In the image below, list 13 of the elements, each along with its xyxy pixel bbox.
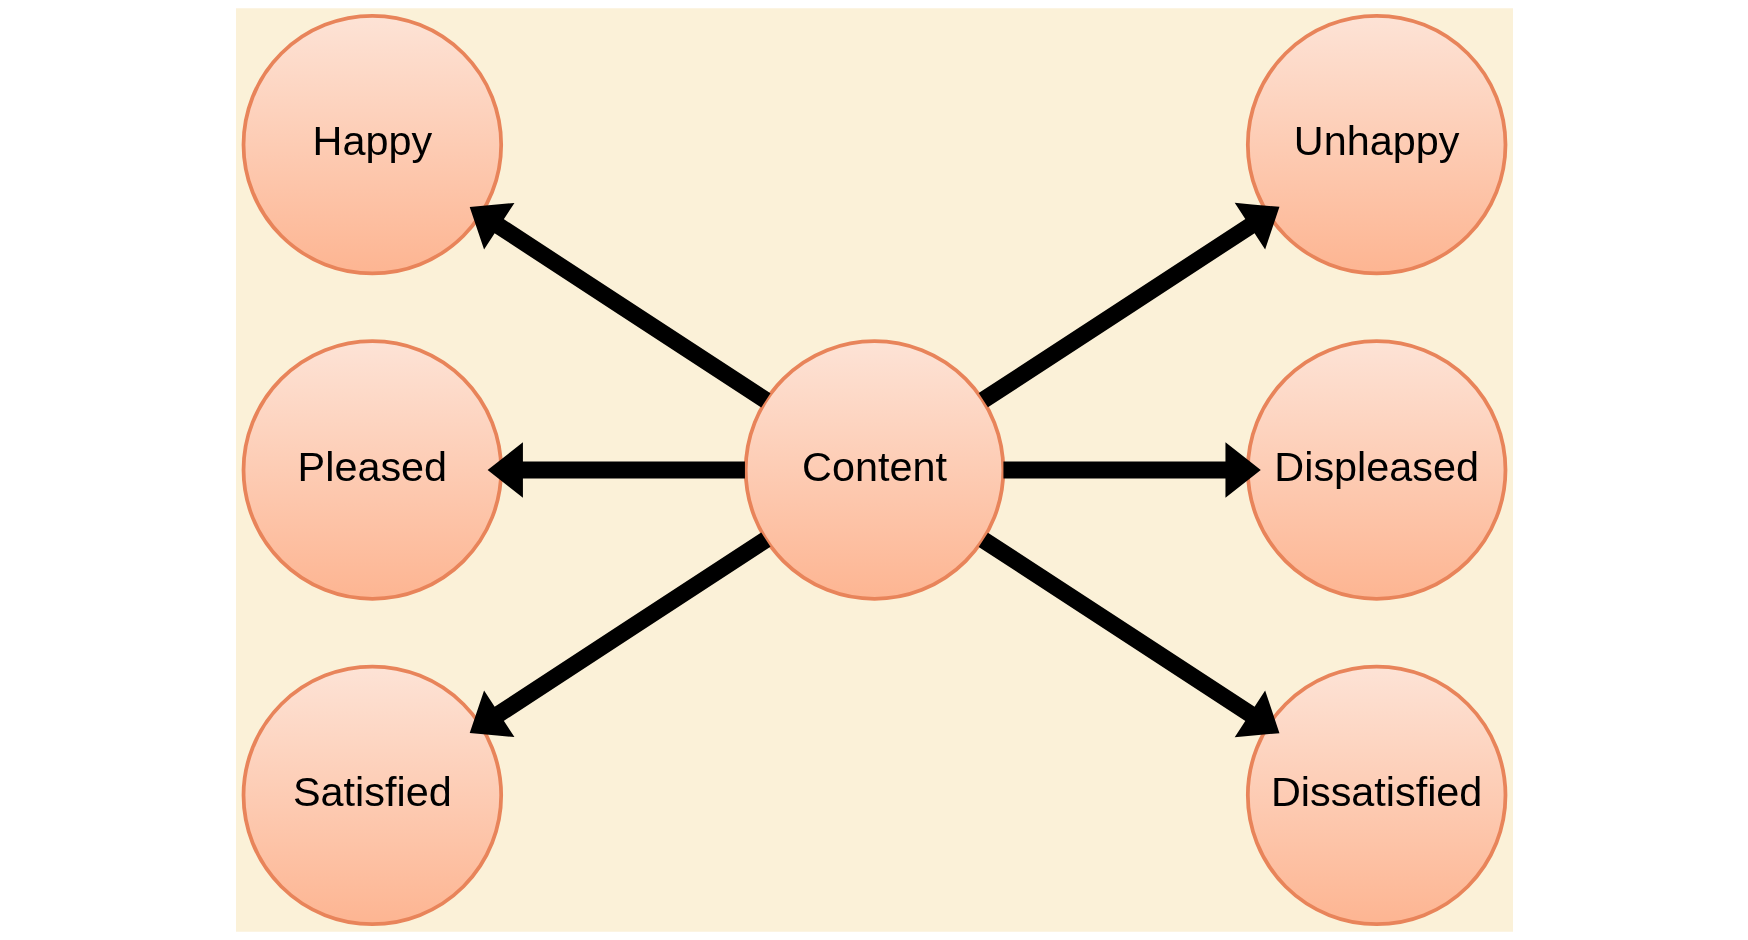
node-circle: Displeased bbox=[1245, 339, 1507, 601]
arrow bbox=[469, 532, 770, 738]
arrow bbox=[1002, 442, 1261, 498]
arrow bbox=[469, 202, 770, 408]
node-circle: Content bbox=[743, 339, 1005, 601]
node-circle: Unhappy bbox=[1245, 13, 1507, 276]
node-circle: Happy bbox=[241, 13, 503, 276]
node-circle: Satisfied bbox=[241, 664, 503, 927]
arrow bbox=[487, 442, 745, 498]
node-circle: Dissatisfied bbox=[1245, 664, 1507, 927]
arrow bbox=[978, 532, 1279, 738]
node-circle: Pleased bbox=[241, 339, 503, 601]
arrow bbox=[978, 202, 1279, 408]
